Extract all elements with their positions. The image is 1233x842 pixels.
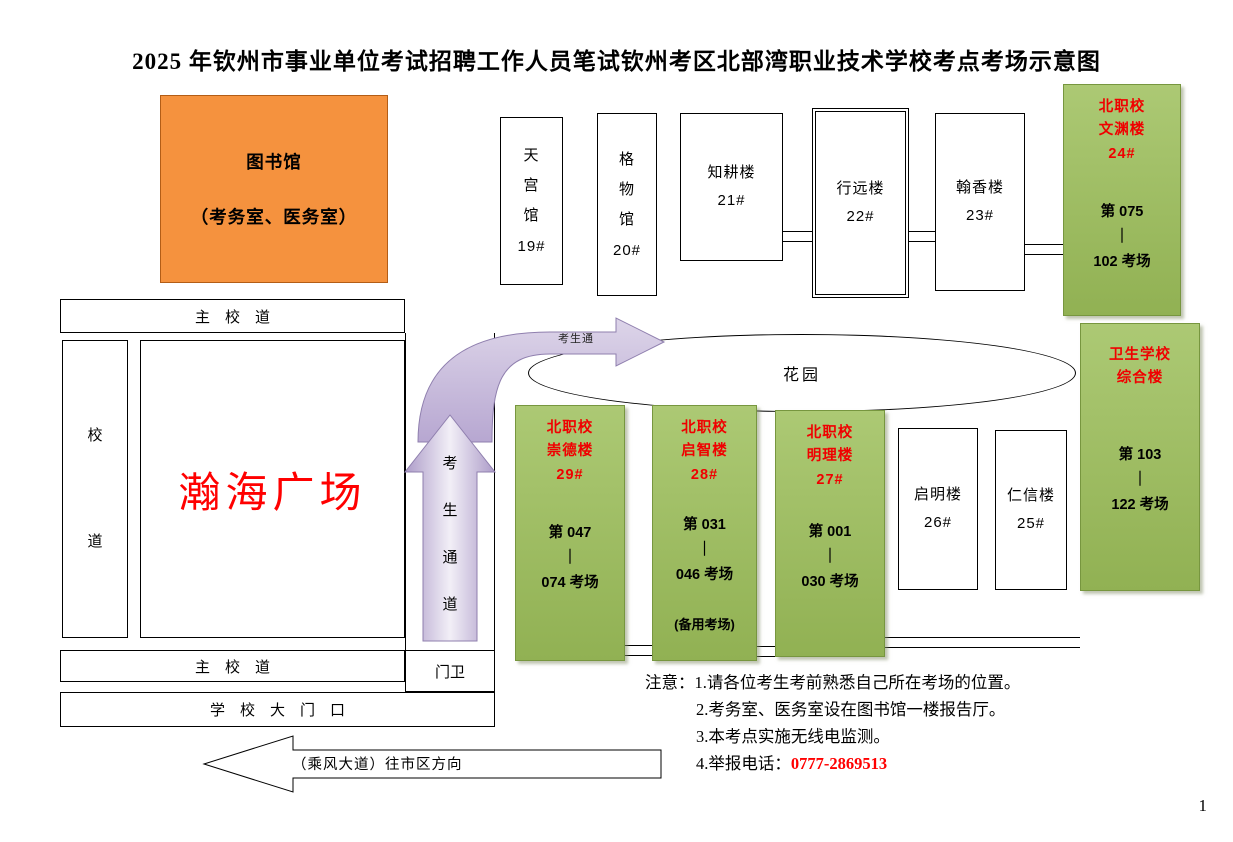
- building-connector: [783, 231, 812, 242]
- guard-room: 门卫: [405, 650, 495, 692]
- building-qiming-26: 启明楼 26#: [898, 428, 978, 590]
- candidate-corridor: [405, 333, 495, 650]
- plaza-label: 瀚海广场: [178, 470, 367, 517]
- corridor-label: 考 生 通 道: [442, 455, 458, 613]
- exam-room-range: 第 001 ｜ 030 考场: [801, 524, 859, 591]
- building-name: 知耕楼: [707, 164, 756, 182]
- note-line-4: 4.举报电话：0777-2869513: [645, 750, 1205, 777]
- building-number: 25#: [1016, 515, 1046, 532]
- exam-building-title: 北职校 启智楼 28#: [681, 420, 728, 483]
- exam-building-wenyuan-24: 北职校 文渊楼 24# 第 075 ｜ 102 考场: [1063, 84, 1181, 316]
- exam-building-qizhi-28: 北职校 启智楼 28# 第 031 ｜ 046 考场 (备用考场): [652, 405, 757, 661]
- exam-room-range: 第 031 ｜ 046 考场: [675, 517, 734, 584]
- exam-building-title: 北职校 明理楼 27#: [806, 425, 854, 488]
- side-road-label: 校 道: [87, 427, 103, 550]
- page-number: 1: [1198, 796, 1208, 815]
- hanhai-plaza: 瀚海广场: [140, 340, 405, 638]
- building-name: 仁信楼: [1006, 487, 1055, 505]
- building-number: 21#: [717, 192, 746, 209]
- note-item: 1.请各位考生考前熟悉自己所在考场的位置。: [694, 673, 1021, 692]
- building-zhigeng-21: 知耕楼 21#: [680, 113, 783, 261]
- main-road-bottom-label: 主 校 道: [194, 658, 270, 676]
- exam-building-title: 北职校 文渊楼 24#: [1098, 99, 1146, 162]
- exam-room-range: 第 103 ｜ 122 考场: [1111, 446, 1169, 513]
- main-road-top-label: 主 校 道: [194, 308, 270, 326]
- note-line-2: 2.考务室、医务室设在图书馆一楼报告厅。: [696, 700, 1006, 719]
- main-road-top: 主 校 道: [60, 299, 405, 333]
- note-line-1: 注意：1.请各位考生考前熟悉自己所在考场的位置。: [645, 669, 1205, 696]
- library-building: 图书馆 （考务室、医务室）: [160, 95, 388, 283]
- building-xingyuan-22: 行远楼 22#: [812, 108, 909, 298]
- exam-building-note: (备用考场): [674, 617, 735, 633]
- building-name: 格 物 馆: [618, 150, 635, 228]
- building-tiangong-19: 天 宫 馆 19#: [500, 117, 563, 285]
- corridor-up-arrow: [403, 414, 497, 642]
- building-number: 20#: [612, 241, 642, 259]
- building-connector: [1025, 244, 1063, 255]
- building-name: 翰香楼: [955, 179, 1004, 197]
- note-line-3: 3.本考点实施无线电监测。: [696, 727, 890, 746]
- building-name: 行远楼: [836, 180, 885, 198]
- building-gewu-20: 格 物 馆 20#: [597, 113, 657, 296]
- avenue-label: （乘风大道）往市区方向: [292, 757, 463, 773]
- building-name: 天 宫 馆: [523, 147, 540, 225]
- side-road: 校 道: [62, 340, 128, 638]
- building-connector: [757, 646, 775, 657]
- library-name: 图书馆: [246, 152, 302, 172]
- building-connector: [885, 637, 1080, 648]
- exam-building-mingli-27: 北职校 明理楼 27# 第 001 ｜ 030 考场: [775, 410, 885, 657]
- avenue-arrow: [202, 735, 662, 793]
- building-name: 启明楼: [913, 486, 962, 504]
- library-subtitle: （考务室、医务室）: [190, 207, 358, 227]
- school-gate-label: 学 校 大 门 口: [209, 702, 345, 719]
- report-phone: 0777-2869513: [790, 754, 888, 773]
- building-connector: [625, 645, 652, 656]
- page-title: 2025 年钦州市事业单位考试招聘工作人员笔试钦州考区北部湾职业技术学校考点考场…: [132, 49, 1101, 74]
- exam-room-range: 第 047 ｜ 074 考场: [541, 525, 599, 592]
- building-number: 26#: [923, 514, 953, 531]
- exam-building-chongde-29: 北职校 崇德楼 29# 第 047 ｜ 074 考场: [515, 405, 625, 661]
- garden-label: 花园: [782, 367, 821, 384]
- building-number: 22#: [846, 208, 875, 225]
- building-hanxiang-23: 翰香楼 23#: [935, 113, 1025, 291]
- guard-room-label: 门卫: [434, 663, 465, 681]
- note-item: 4.举报电话：: [696, 754, 791, 773]
- building-number: 19#: [517, 238, 546, 256]
- curved-flow-arrow: [417, 317, 666, 443]
- exam-building-weixiao: 卫生学校 综合楼 第 103 ｜ 122 考场: [1080, 323, 1200, 591]
- exam-building-title: 北职校 崇德楼 29#: [546, 420, 594, 483]
- building-connector: [909, 231, 935, 242]
- curved-arrow-label: 考生通: [558, 333, 594, 345]
- exam-room-range: 第 075 ｜ 102 考场: [1093, 204, 1151, 271]
- building-renxin-25: 仁信楼 25#: [995, 430, 1067, 590]
- notes-label: 注意：: [645, 673, 695, 692]
- exam-building-title: 卫生学校 综合楼: [1109, 347, 1171, 387]
- main-road-bottom: 主 校 道: [60, 650, 405, 682]
- notes-block: 注意：1.请各位考生考前熟悉自己所在考场的位置。 2.考务室、医务室设在图书馆一…: [645, 669, 1205, 777]
- building-number: 23#: [965, 207, 995, 224]
- school-gate: 学 校 大 门 口: [60, 692, 495, 727]
